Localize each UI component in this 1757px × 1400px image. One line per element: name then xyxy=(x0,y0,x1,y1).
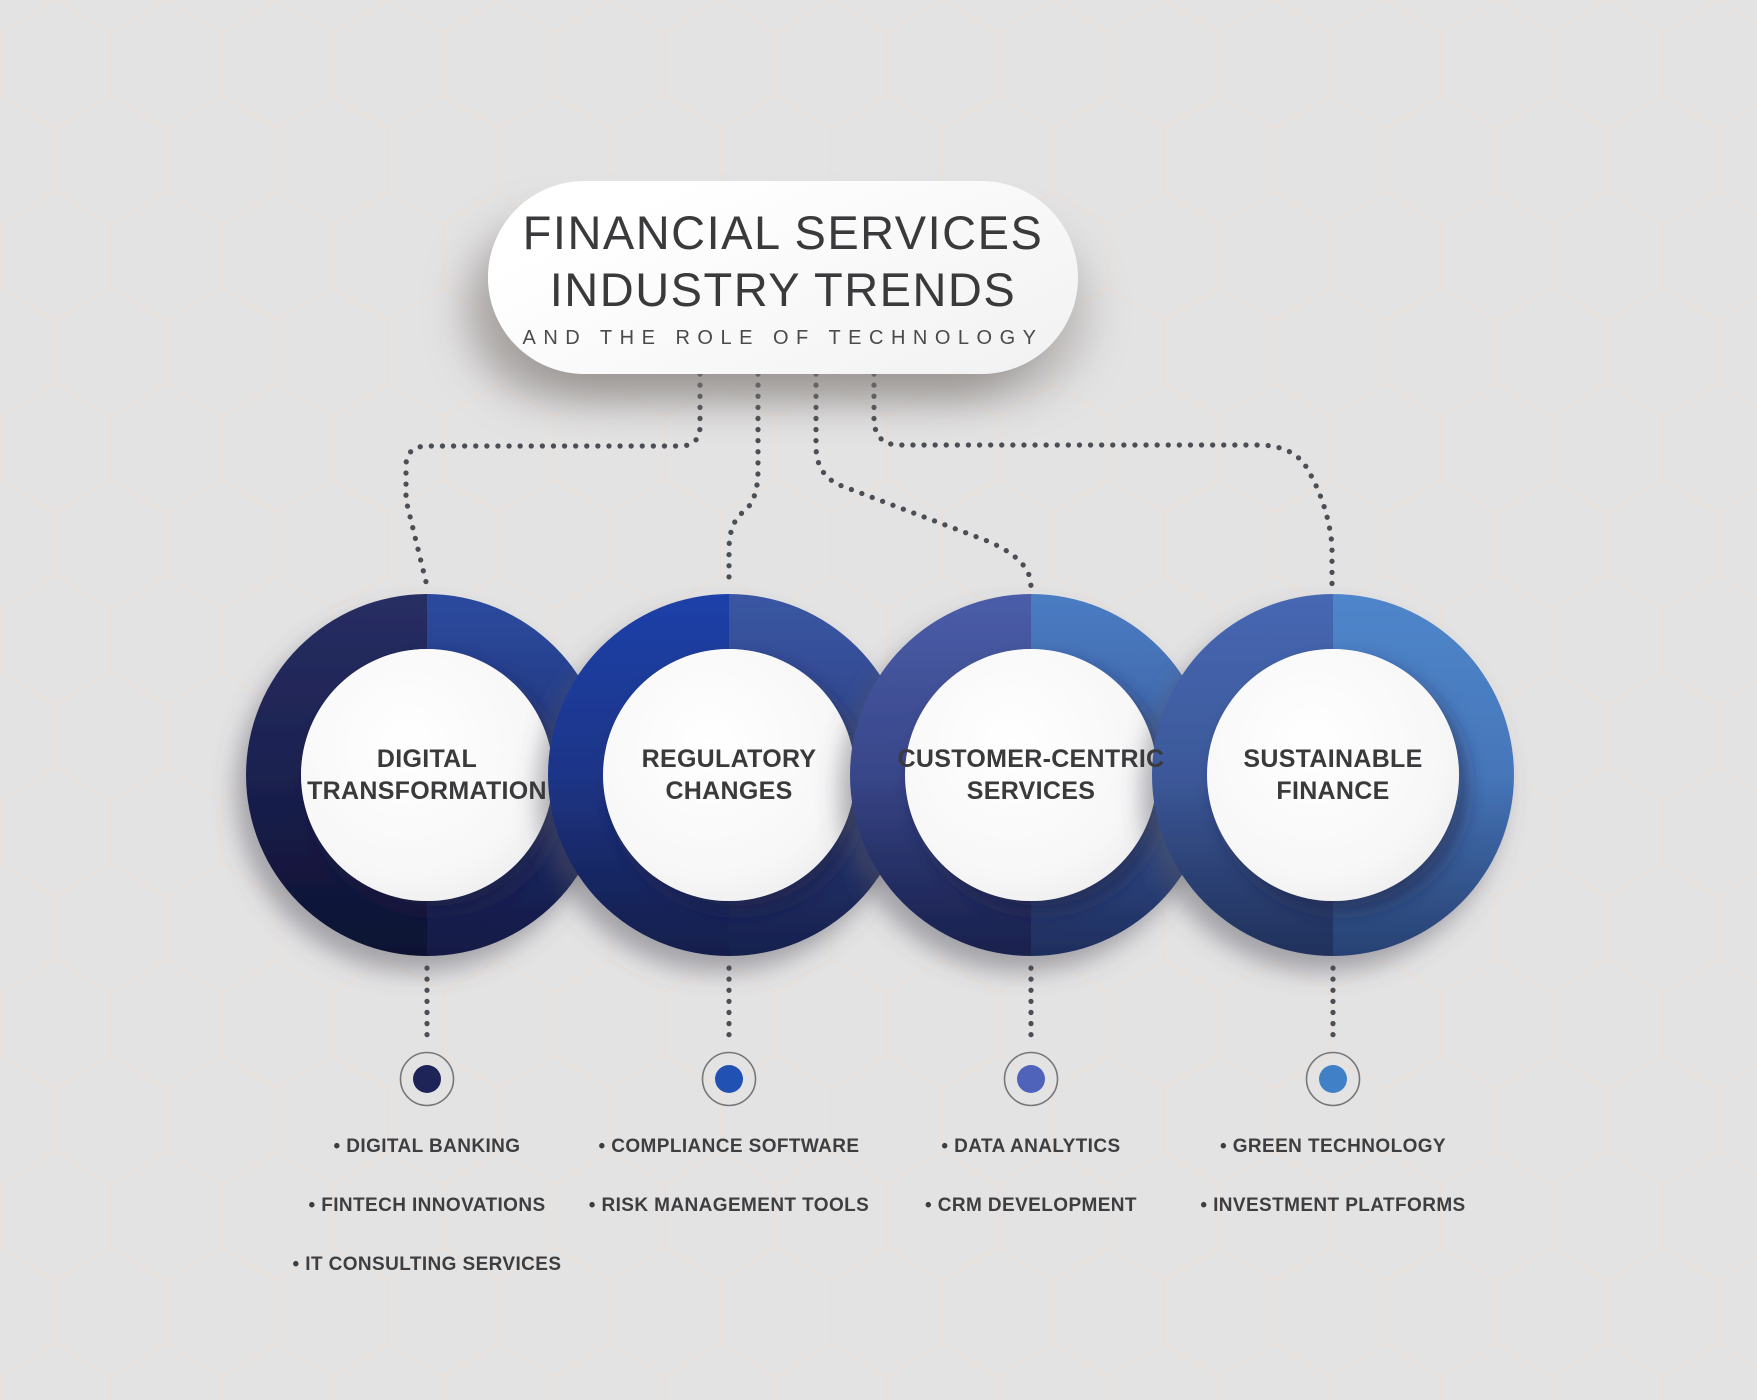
category-ring-3 xyxy=(850,594,1212,956)
ring-label-digital-transformation: DIGITAL TRANSFORMATION xyxy=(307,744,547,806)
ring-shade xyxy=(246,775,608,956)
connector-line-4 xyxy=(871,371,1335,589)
bullet-item: INVESTMENT PLATFORMS xyxy=(1168,1189,1498,1222)
bullet-item: IT CONSULTING SERVICES xyxy=(262,1248,592,1281)
ring-shade xyxy=(850,775,1212,956)
title-line-2: INDUSTRY TRENDS xyxy=(549,262,1017,316)
connector-line-1 xyxy=(403,371,703,589)
bullet-column-digital-transformation: DIGITAL BANKING FINTECH INNOVATIONS IT C… xyxy=(262,1130,592,1307)
marker-dot xyxy=(413,1065,441,1093)
marker-dot xyxy=(1017,1065,1045,1093)
marker-outline-circle xyxy=(399,1051,455,1107)
category-ring-2 xyxy=(548,594,910,956)
bullet-item: DIGITAL BANKING xyxy=(262,1130,592,1163)
marker-dot xyxy=(1319,1065,1347,1093)
connector-line-3 xyxy=(813,371,1034,589)
title-line-1: FINANCIAL SERVICES xyxy=(522,206,1044,260)
connector-line-2 xyxy=(726,371,761,589)
bullet-item: DATA ANALYTICS xyxy=(866,1130,1196,1163)
category-ring-1 xyxy=(246,594,608,956)
ring-inner-disc xyxy=(301,649,553,901)
ring-inner-disc xyxy=(603,649,855,901)
bullet-item: COMPLIANCE SOFTWARE xyxy=(564,1130,894,1163)
ring-inner-disc xyxy=(1207,649,1459,901)
category-ring-4 xyxy=(1152,594,1514,956)
bullet-column-regulatory-changes: COMPLIANCE SOFTWARE RISK MANAGEMENT TOOL… xyxy=(564,1130,894,1248)
bullet-column-sustainable-finance: GREEN TECHNOLOGY INVESTMENT PLATFORMS xyxy=(1168,1130,1498,1248)
ring-inner-disc xyxy=(905,649,1157,901)
bullet-item: CRM DEVELOPMENT xyxy=(866,1189,1196,1222)
bullet-column-customer-centric-services: DATA ANALYTICS CRM DEVELOPMENT xyxy=(866,1130,1196,1248)
ring-shade xyxy=(1152,775,1514,956)
marker-outline-circle xyxy=(1003,1051,1059,1107)
ring-shade xyxy=(548,775,910,956)
ring-label-customer-centric-services: CUSTOMER-CENTRIC SERVICES xyxy=(897,744,1165,806)
bullet-item: GREEN TECHNOLOGY xyxy=(1168,1130,1498,1163)
title-subtitle: AND THE ROLE OF TECHNOLOGY xyxy=(522,326,1044,349)
bullet-item: RISK MANAGEMENT TOOLS xyxy=(564,1189,894,1222)
marker-dot xyxy=(715,1065,743,1093)
ring-label-regulatory-changes: REGULATORY CHANGES xyxy=(641,744,817,806)
title-card: FINANCIAL SERVICES INDUSTRY TRENDS AND T… xyxy=(488,181,1078,374)
ring-label-sustainable-finance: SUSTAINABLE FINANCE xyxy=(1243,744,1423,806)
bullet-item: FINTECH INNOVATIONS xyxy=(262,1189,592,1222)
marker-outline-circle xyxy=(1305,1051,1361,1107)
marker-outline-circle xyxy=(701,1051,757,1107)
